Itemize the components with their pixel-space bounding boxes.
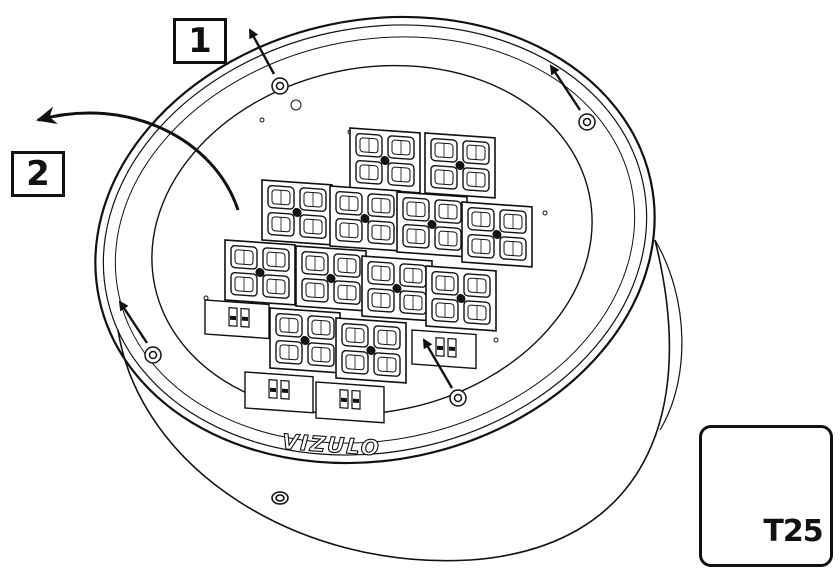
arrow-screw-top-left xyxy=(248,28,276,75)
step-1-label: 1 xyxy=(173,18,227,64)
led-module xyxy=(244,371,314,414)
screw-top-left xyxy=(271,77,289,95)
led-module-array xyxy=(204,127,533,424)
led-module xyxy=(461,201,533,268)
screw-top-right xyxy=(578,113,596,131)
led-module xyxy=(315,381,385,424)
led-module xyxy=(329,185,401,252)
tool-badge: T25 xyxy=(699,425,833,567)
led-module xyxy=(261,179,333,246)
front-frame xyxy=(94,15,656,465)
led-module xyxy=(361,255,433,322)
arrow-lift-frame xyxy=(36,106,240,211)
led-module xyxy=(349,127,421,194)
step-2-label: 2 xyxy=(11,151,65,197)
connector-tab xyxy=(204,299,270,340)
plate-dots xyxy=(203,99,548,343)
led-module xyxy=(295,245,367,312)
brand-logo: VIZULO xyxy=(281,430,381,461)
led-module xyxy=(424,132,496,199)
led-module xyxy=(224,239,296,306)
removal-arrows xyxy=(36,28,582,389)
screw-bottom xyxy=(449,389,467,407)
cable-gland-hole xyxy=(271,491,289,505)
arrow-screw-bottom xyxy=(422,338,454,389)
led-module xyxy=(269,307,341,374)
housing-body xyxy=(117,239,683,562)
led-module xyxy=(335,317,407,384)
frame-screws xyxy=(144,77,596,407)
led-module xyxy=(425,265,497,332)
arrow-screw-left xyxy=(118,300,149,344)
torx-size-label: T25 xyxy=(763,514,823,549)
arrow-screw-top-right xyxy=(549,64,582,111)
screw-left xyxy=(144,346,162,364)
led-module xyxy=(396,191,468,258)
connector-tab xyxy=(411,329,477,370)
